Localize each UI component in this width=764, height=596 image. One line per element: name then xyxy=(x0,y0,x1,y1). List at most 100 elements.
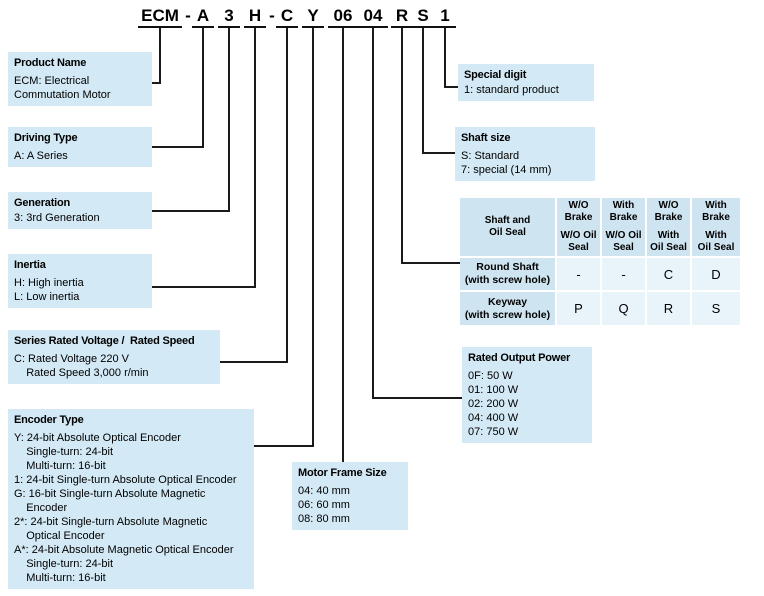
box-title: Generation xyxy=(14,197,71,209)
box-line: 01: 100 W xyxy=(468,384,519,396)
connector-special-v xyxy=(444,28,446,88)
box-line: Encoder xyxy=(14,502,68,514)
code-segment-encoder: Y xyxy=(302,6,324,28)
box-encoder-type: Encoder Type Y: 24-bit Absolute Optical … xyxy=(8,409,254,589)
box-line: Rated Speed 3,000 r/min xyxy=(14,367,149,379)
box-title: Shaft size xyxy=(461,132,511,144)
connector-generation-h xyxy=(152,210,230,212)
box-title: Encoder Type xyxy=(14,414,84,426)
table-cell: S xyxy=(692,292,740,325)
brake-label: With Brake xyxy=(702,200,730,223)
box-line: Single-turn: 24-bit xyxy=(14,558,114,570)
connector-power-v xyxy=(372,28,374,399)
box-rated-output-power: Rated Output Power 0F: 50 W 01: 100 W 02… xyxy=(462,347,592,443)
code-dash: - xyxy=(185,6,191,25)
table-cell: Q xyxy=(602,292,645,325)
table-col-header: With Brake With Oil Seal xyxy=(692,198,740,256)
box-line: 2*: 24-bit Single-turn Absolute Magnetic xyxy=(14,516,208,528)
box-shaft-size: Shaft size S: Standard 7: special (14 mm… xyxy=(455,127,595,181)
box-line: Single-turn: 24-bit xyxy=(14,446,114,458)
table-corner-header: Shaft and Oil Seal xyxy=(460,198,555,256)
brake-label: W/O Brake xyxy=(564,200,593,223)
connector-product-h xyxy=(152,82,161,84)
box-title: Driving Type xyxy=(14,132,78,144)
connector-power-h xyxy=(372,397,462,399)
box-line: Multi-turn: 16-bit xyxy=(14,460,106,472)
box-voltage-speed: Series Rated Voltage / Rated Speed C: Ra… xyxy=(8,330,220,384)
box-line: Multi-turn: 16-bit xyxy=(14,572,106,584)
box-line: Optical Encoder xyxy=(14,530,105,542)
connector-shaft-seal-h xyxy=(401,262,460,264)
box-line: 07: 750 W xyxy=(468,426,519,438)
table-cell: R xyxy=(647,292,690,325)
connector-product-v xyxy=(159,28,161,84)
box-line: 0F: 50 W xyxy=(468,370,513,382)
connector-shaft-seal-v xyxy=(401,28,403,264)
box-product-name: Product Name ECM: Electrical Commutation… xyxy=(8,52,152,106)
box-line: 1: 24-bit Single-turn Absolute Optical E… xyxy=(14,474,237,486)
connector-driving-h xyxy=(152,146,204,148)
row-label: Keyway xyxy=(487,295,528,308)
seal-label: With Oil Seal xyxy=(650,230,687,253)
box-line: ECM: Electrical xyxy=(14,75,90,87)
code-segment-voltage: C xyxy=(276,6,298,28)
table-cell: D xyxy=(692,258,740,290)
code-segment-generation: 3 xyxy=(218,6,240,28)
box-motor-frame-size: Motor Frame Size 04: 40 mm 06: 60 mm 08:… xyxy=(292,462,408,530)
code-segment-frame: 06 xyxy=(328,6,358,28)
table-col-header: W/O Brake With Oil Seal xyxy=(647,198,690,256)
seal-label: W/O Oil Seal xyxy=(605,230,642,253)
connector-special-h xyxy=(444,86,458,88)
box-line: G: 16-bit Single-turn Absolute Magnetic xyxy=(14,488,206,500)
table-row-header-round-shaft: Round Shaft (with screw hole) xyxy=(460,258,555,290)
connector-inertia-h xyxy=(152,286,256,288)
box-line: 02: 200 W xyxy=(468,398,519,410)
connector-shaft-size-h xyxy=(422,152,455,154)
code-segment-inertia: H xyxy=(244,6,266,28)
box-special-digit: Special digit 1: standard product xyxy=(458,64,594,101)
connector-shaft-size-v xyxy=(422,28,424,154)
box-title: Series Rated Voltage / Rated Speed xyxy=(14,335,195,347)
box-line: Y: 24-bit Absolute Optical Encoder xyxy=(14,432,181,444)
table-col-header: W/O Brake W/O Oil Seal xyxy=(557,198,600,256)
shaft-oil-seal-table: Shaft and Oil Seal W/O Brake W/O Oil Sea… xyxy=(460,198,740,325)
box-title: Motor Frame Size xyxy=(298,467,387,479)
connector-encoder-h xyxy=(253,445,314,447)
seal-label: With Oil Seal xyxy=(697,230,735,253)
table-cell: - xyxy=(602,258,645,290)
box-line: A: A Series xyxy=(14,150,68,162)
connector-inertia-v xyxy=(254,28,256,288)
connector-voltage-v xyxy=(286,28,288,363)
box-line: 3: 3rd Generation xyxy=(14,212,100,224)
box-line: 04: 40 mm xyxy=(298,485,350,497)
table-row-header-keyway: Keyway (with screw hole) xyxy=(460,292,555,325)
box-line: A*: 24-bit Absolute Magnetic Optical Enc… xyxy=(14,544,234,556)
connector-encoder-v xyxy=(312,28,314,447)
box-title: Special digit xyxy=(464,69,527,81)
box-line: H: High inertia xyxy=(14,277,84,289)
connector-voltage-h xyxy=(218,361,288,363)
code-segment-special: 1 xyxy=(434,6,456,28)
row-sublabel: (with screw hole) xyxy=(464,308,551,321)
box-title: Rated Output Power xyxy=(468,352,571,364)
box-generation: Generation 3: 3rd Generation xyxy=(8,192,152,229)
box-driving-type: Driving Type A: A Series xyxy=(8,127,152,167)
box-line: 08: 80 mm xyxy=(298,513,350,525)
box-line: 06: 60 mm xyxy=(298,499,350,511)
seal-label: W/O Oil Seal xyxy=(560,230,597,253)
box-line: 04: 400 W xyxy=(468,412,519,424)
brake-label: W/O Brake xyxy=(654,200,683,223)
connector-frame-v xyxy=(342,28,344,462)
table-col-header: With Brake W/O Oil Seal xyxy=(602,198,645,256)
table-cell: C xyxy=(647,258,690,290)
code-segment-shaft-seal: R xyxy=(391,6,413,28)
box-title: Product Name xyxy=(14,57,87,69)
code-segment-driving: A xyxy=(192,6,214,28)
box-line: 7: special (14 mm) xyxy=(461,164,552,176)
box-title: Inertia xyxy=(14,259,46,271)
box-inertia: Inertia H: High inertia L: Low inertia xyxy=(8,254,152,308)
connector-generation-v xyxy=(228,28,230,212)
box-line: Commutation Motor xyxy=(14,89,111,101)
box-line: L: Low inertia xyxy=(14,291,80,303)
